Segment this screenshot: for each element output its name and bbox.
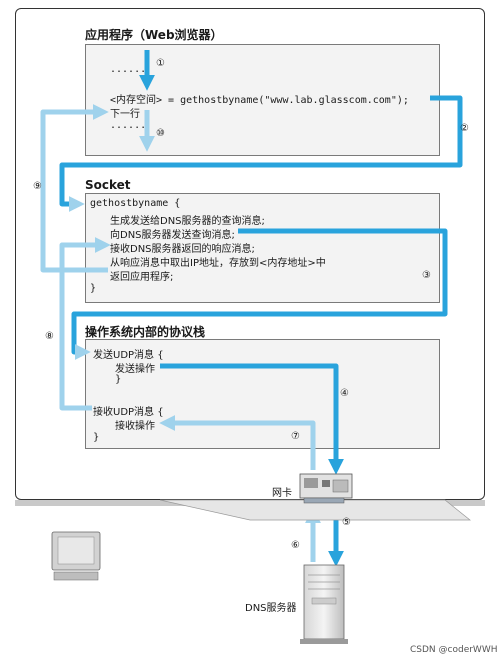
socket-header: gethostbyname { <box>90 198 181 209</box>
socket-line-1: 生成发送给DNS服务器的查询消息; <box>110 216 265 227</box>
os-recv-op: 接收操作 <box>115 421 155 432</box>
arrow-step-3 <box>71 228 448 361</box>
socket-code-box <box>85 193 440 303</box>
os-send-close: } <box>115 374 122 385</box>
app-line-1: ...... <box>110 64 147 75</box>
arrow-step-9 <box>40 103 109 273</box>
step-label-6: ⑥ <box>291 540 300 551</box>
os-send-header: 发送UDP消息 { <box>93 350 164 361</box>
step-label-4: ④ <box>340 388 349 399</box>
arrow-step-2 <box>59 95 463 213</box>
app-line-4: ...... <box>110 120 147 131</box>
step-label-3: ③ <box>422 270 431 281</box>
socket-close: } <box>90 283 97 294</box>
arrow-step-8 <box>59 236 111 411</box>
nic-label: 网卡 <box>272 488 292 499</box>
monitor-icon <box>51 531 101 581</box>
step-label-7: ⑦ <box>291 431 300 442</box>
arrow-step-7 <box>159 414 316 470</box>
socket-section-title: Socket <box>85 178 131 192</box>
dns-server-label: DNS服务器 <box>245 603 297 614</box>
step-label-2: ② <box>460 123 469 134</box>
app-line-2: <内存空间> = gethostbyname("www.lab.glasscom… <box>110 95 409 106</box>
step-label-1: ① <box>156 58 165 69</box>
os-recv-header: 接收UDP消息 { <box>93 407 164 418</box>
step-label-5: ⑤ <box>342 517 351 528</box>
app-section-title: 应用程序（Web浏览器） <box>85 28 223 42</box>
arrow-step-4 <box>160 363 345 475</box>
socket-line-5: 返回应用程序; <box>110 272 174 283</box>
socket-line-3: 接收DNS服务器返回的响应消息; <box>110 244 255 255</box>
os-code-box <box>85 339 440 449</box>
socket-line-4: 从响应消息中取出IP地址，存放到<内存地址>中 <box>110 258 326 269</box>
step-label-10: ⑩ <box>156 128 165 139</box>
step-label-8: ⑧ <box>45 331 54 342</box>
dns-server-icon <box>300 564 348 644</box>
watermark: CSDN @coderWWH <box>410 645 498 655</box>
os-section-title: 操作系统内部的协议栈 <box>85 325 206 339</box>
socket-line-2: 向DNS服务器发送查询消息; <box>110 230 235 241</box>
step-label-9: ⑨ <box>33 181 42 192</box>
os-send-op: 发送操作 <box>115 364 155 375</box>
os-recv-close: } <box>93 432 100 443</box>
app-line-3: 下一行 <box>110 109 140 120</box>
frame-stand <box>159 499 471 521</box>
nic-card-icon <box>299 473 353 504</box>
